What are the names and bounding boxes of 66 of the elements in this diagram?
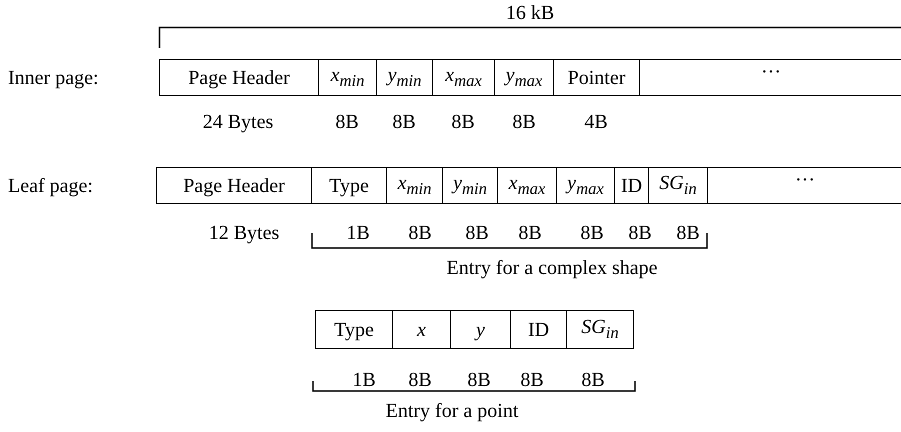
field-cell [318, 59, 377, 96]
field-name: y$_{max}$ [567, 173, 604, 198]
byte-size-label: 4B [584, 112, 608, 132]
field-cell [566, 310, 634, 349]
byte-size-label: 12 Bytes [208, 223, 280, 243]
field-name: SG$_{in}$ [659, 173, 697, 198]
byte-size-label: 8B [451, 112, 475, 132]
field-name: x$_{max}$ [445, 65, 482, 90]
field-name: ··· [761, 62, 781, 82]
byte-size-label: 1B [346, 223, 370, 243]
field-cell [450, 310, 511, 349]
byte-size-label: 8B [676, 223, 700, 243]
byte-size-label: 8B [408, 223, 432, 243]
field-name: x$_{max}$ [508, 173, 546, 198]
field-name: ID [620, 176, 642, 196]
field-name: Type [329, 176, 369, 196]
field-name: Type [334, 320, 374, 340]
field-name: y [476, 320, 485, 340]
field-name: Page Header [188, 68, 290, 88]
field-cell [553, 59, 640, 96]
field-name: Page Header [183, 176, 285, 196]
field-name: ··· [795, 170, 815, 190]
field-name: y$_{min}$ [453, 173, 487, 198]
byte-size-label: 8B [392, 112, 416, 132]
field-cell [159, 59, 319, 96]
byte-size-label: 8B [465, 223, 489, 243]
group-caption: Entry for a point [386, 401, 518, 421]
row-label: Leaf page: [8, 176, 93, 196]
field-name: x [417, 320, 426, 340]
byte-size-label: 8B [335, 112, 359, 132]
byte-size-label: 8B [520, 370, 544, 390]
field-name: SG$_{in}$ [581, 317, 619, 342]
byte-size-label: 8B [628, 223, 652, 243]
size-label: 16 kB [506, 3, 554, 23]
field-cell [376, 59, 433, 96]
field-cell [315, 310, 393, 349]
field-cell [494, 59, 554, 96]
field-cell [442, 167, 498, 204]
field-cell [392, 310, 451, 349]
field-name: x$_{min}$ [398, 173, 432, 198]
field-cell [497, 167, 557, 204]
byte-size-label: 8B [581, 370, 605, 390]
field-name: Pointer [568, 68, 626, 88]
group-caption: Entry for a complex shape [446, 258, 658, 278]
byte-size-label: 8B [580, 223, 604, 243]
row-label: Inner page: [8, 68, 99, 88]
field-cell [648, 167, 708, 204]
field-name: ID [528, 320, 550, 340]
byte-size-label: 8B [518, 223, 542, 243]
field-cell [386, 167, 443, 204]
field-name: y$_{min}$ [388, 65, 422, 90]
field-name: y$_{max}$ [506, 65, 542, 90]
field-cell [614, 167, 649, 204]
field-cell [311, 167, 387, 204]
field-name: x$_{min}$ [330, 65, 364, 90]
field-cell [707, 167, 901, 204]
field-cell [510, 310, 567, 349]
byte-size-label: 1B [352, 370, 376, 390]
field-cell [639, 59, 901, 96]
byte-size-label: 8B [512, 112, 536, 132]
field-cell [556, 167, 615, 204]
byte-size-label: 8B [467, 370, 491, 390]
field-cell [156, 167, 312, 204]
byte-size-label: 24 Bytes [202, 112, 274, 132]
byte-size-label: 8B [408, 370, 432, 390]
field-cell [432, 59, 495, 96]
